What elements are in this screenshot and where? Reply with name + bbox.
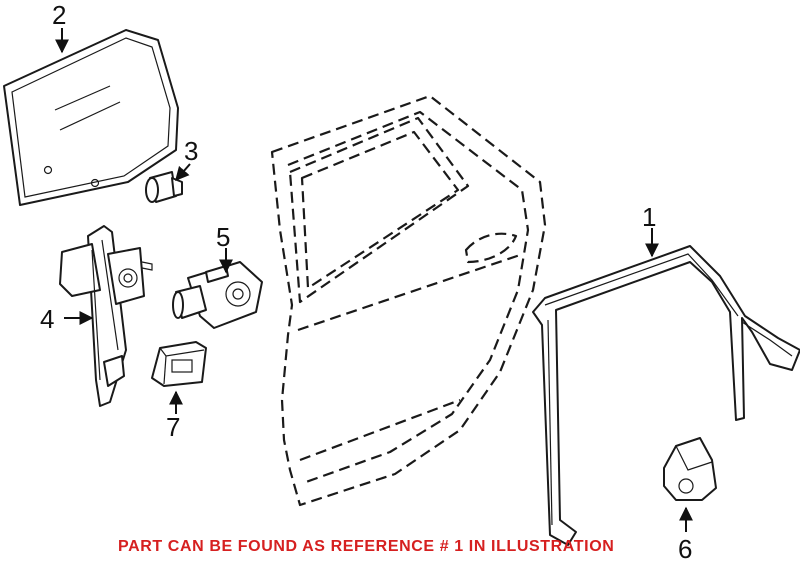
- callout-1: 1: [642, 202, 656, 232]
- door-shell-outline: [270, 94, 547, 507]
- callout-2: 2: [52, 0, 66, 30]
- control-module-part: [151, 341, 207, 387]
- callout-4: 4: [40, 304, 54, 334]
- callout-6: 6: [678, 534, 692, 563]
- leader-arrow-3: [175, 163, 191, 182]
- window-motor-part: [172, 261, 263, 329]
- reference-caption: PART CAN BE FOUND AS REFERENCE # 1 IN IL…: [118, 538, 615, 555]
- door-glass-part: [3, 29, 179, 206]
- clip-part: [145, 171, 183, 203]
- callout-3: 3: [184, 136, 198, 166]
- window-regulator-part: [59, 225, 153, 407]
- callout-5: 5: [216, 222, 230, 252]
- bracket-part: [663, 437, 717, 501]
- callout-7: 7: [166, 412, 180, 442]
- door-seal-part: [532, 245, 800, 546]
